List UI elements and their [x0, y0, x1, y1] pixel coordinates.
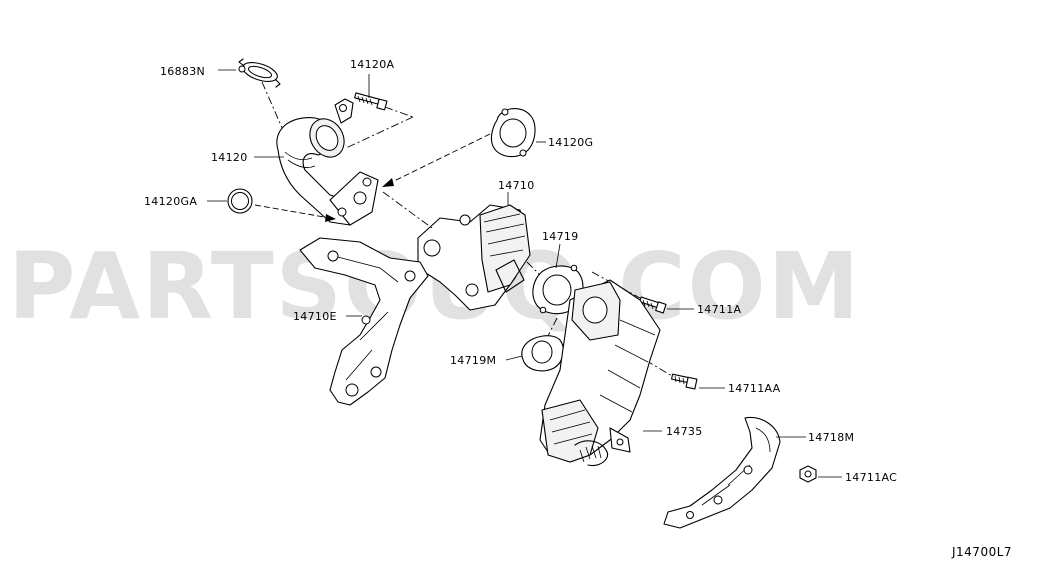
part-14719m-gasket[interactable] [521, 335, 564, 372]
part-14711aa-bolt[interactable] [671, 373, 698, 390]
label-14711aa: 14711AA [728, 382, 781, 395]
part-14120-egr-tube[interactable] [276, 98, 379, 226]
part-14120g-gasket[interactable] [490, 108, 536, 158]
part-14711ac-nut[interactable] [799, 465, 817, 483]
label-14710: 14710 [498, 179, 535, 192]
label-14735: 14735 [666, 425, 703, 438]
part-14735-egr-cooler[interactable] [539, 279, 661, 467]
label-16883n: 16883N [160, 65, 205, 78]
label-14711ac: 14711AC [845, 471, 897, 484]
label-14719m: 14719M [450, 354, 496, 367]
part-14718m-heat-shield[interactable] [663, 416, 781, 529]
label-14718m: 14718M [808, 431, 854, 444]
label-14711a: 14711A [697, 303, 741, 316]
label-14710e: 14710E [293, 310, 337, 323]
part-14711a-bolt[interactable] [639, 296, 667, 314]
part-14120a-bolt[interactable] [354, 92, 388, 111]
part-16883n-clamp[interactable] [238, 58, 281, 88]
label-14719: 14719 [542, 230, 579, 243]
label-14120ga: 14120GA [144, 195, 197, 208]
label-14120g: 14120G [548, 136, 593, 149]
label-14120: 14120 [211, 151, 248, 164]
label-14120a: 14120A [350, 58, 394, 71]
part-14710e-bracket[interactable] [299, 237, 429, 406]
diagram-code: J14700L7 [951, 545, 1012, 559]
part-14120ga-gasket-ring[interactable] [227, 188, 253, 214]
part-14710-egr-valve[interactable] [417, 204, 531, 311]
